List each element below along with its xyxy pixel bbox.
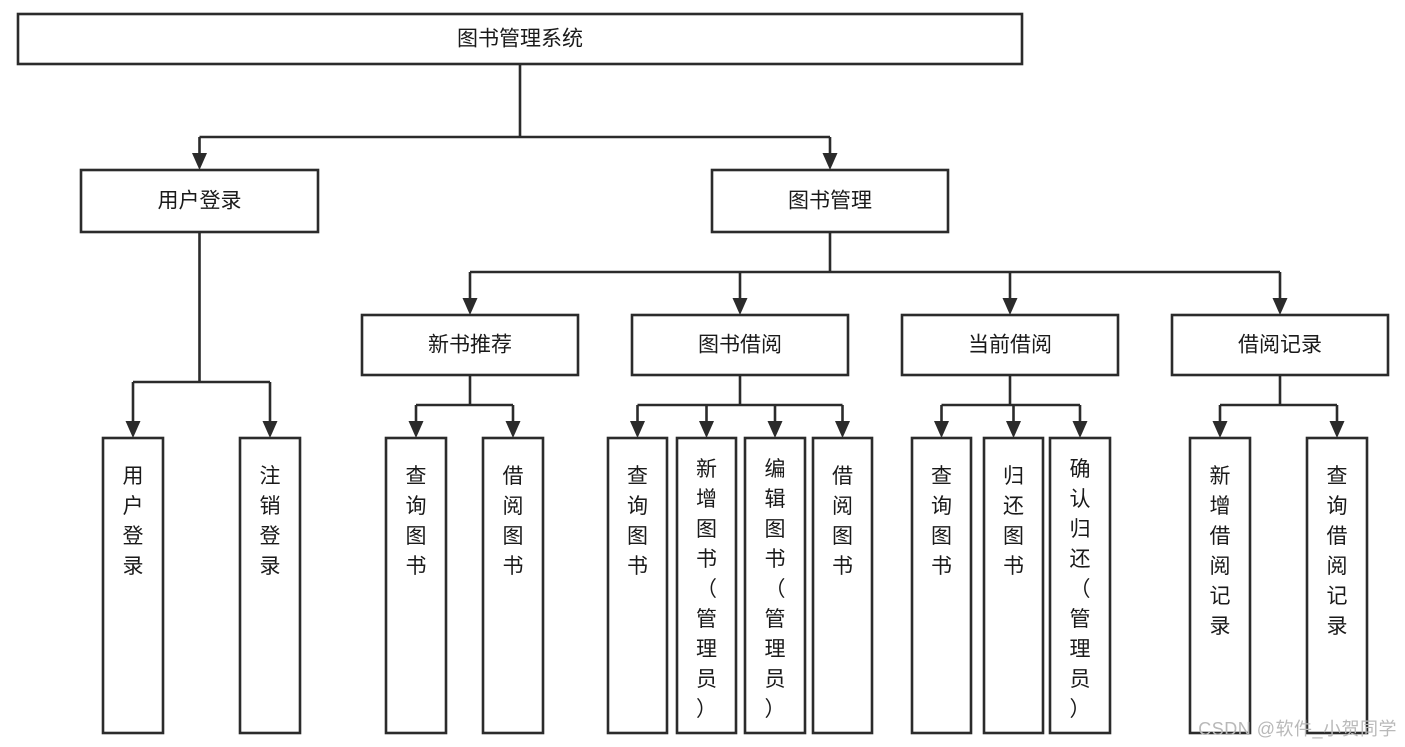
node-user-login[interactable]: 用户登录 bbox=[79, 168, 320, 234]
node-box[interactable] bbox=[630, 313, 850, 377]
node-leaf-query-book-borrow[interactable]: 查询图书 bbox=[606, 436, 669, 735]
node-label: 查询图书 bbox=[931, 465, 952, 578]
node-box[interactable] bbox=[675, 436, 738, 735]
node-label: 查询图书 bbox=[406, 465, 427, 578]
node-label: 图书借阅 bbox=[698, 334, 782, 357]
node-borrow-record[interactable]: 借阅记录 bbox=[1170, 313, 1390, 377]
node-label: 注销登录 bbox=[260, 465, 281, 578]
edges-layer bbox=[125, 64, 1345, 438]
node-box[interactable] bbox=[606, 436, 669, 735]
connector-arrowhead bbox=[262, 421, 278, 438]
node-box[interactable] bbox=[1048, 436, 1112, 735]
node-box[interactable] bbox=[1188, 436, 1252, 735]
node-label: 查询图书 bbox=[627, 465, 648, 578]
node-leaf-query-book-current[interactable]: 查询图书 bbox=[910, 436, 973, 735]
connector-arrowhead bbox=[125, 421, 141, 438]
node-box[interactable] bbox=[1305, 436, 1369, 735]
node-new-book-recommend[interactable]: 新书推荐 bbox=[360, 313, 580, 377]
node-label: 图书管理 bbox=[788, 190, 872, 213]
node-box[interactable] bbox=[743, 436, 807, 735]
node-box[interactable] bbox=[811, 436, 874, 735]
node-leaf-edit-book-admin[interactable]: 编辑图书（管理员） bbox=[743, 436, 807, 735]
connector-arrowhead bbox=[505, 421, 521, 438]
connector-arrowhead bbox=[630, 421, 645, 438]
connector-arrowhead bbox=[1329, 421, 1345, 438]
connector-arrowhead bbox=[822, 153, 838, 170]
node-leaf-query-borrow-record[interactable]: 查询借阅记录 bbox=[1305, 436, 1369, 735]
node-leaf-user-login[interactable]: 用户登录 bbox=[101, 436, 165, 735]
node-book-manage[interactable]: 图书管理 bbox=[710, 168, 950, 234]
connector-arrowhead bbox=[1212, 421, 1228, 438]
node-label: 图书管理系统 bbox=[457, 28, 583, 51]
node-label: 查询借阅记录 bbox=[1327, 465, 1348, 638]
node-label: 确认归还（管理员） bbox=[1070, 458, 1091, 721]
node-label: 归还图书 bbox=[1003, 465, 1024, 578]
connector-arrowhead bbox=[835, 421, 850, 438]
node-label: 编辑图书（管理员） bbox=[765, 458, 786, 721]
connector-arrowhead bbox=[732, 298, 748, 315]
node-box[interactable] bbox=[16, 12, 1024, 66]
node-book-borrow[interactable]: 图书借阅 bbox=[630, 313, 850, 377]
node-label: 新书推荐 bbox=[428, 334, 512, 357]
node-label: 用户登录 bbox=[158, 190, 242, 213]
node-box[interactable] bbox=[1170, 313, 1390, 377]
connector-arrowhead bbox=[767, 421, 783, 438]
node-label: 当前借阅 bbox=[968, 334, 1052, 357]
connector-arrowhead bbox=[462, 298, 478, 315]
node-leaf-borrow-book-rec[interactable]: 借阅图书 bbox=[481, 436, 545, 735]
node-label: 借阅图书 bbox=[503, 465, 524, 578]
node-current-borrow[interactable]: 当前借阅 bbox=[900, 313, 1120, 377]
node-leaf-confirm-return-admin[interactable]: 确认归还（管理员） bbox=[1048, 436, 1112, 735]
connector-arrowhead bbox=[1002, 298, 1018, 315]
node-box[interactable] bbox=[481, 436, 545, 735]
node-leaf-return-book[interactable]: 归还图书 bbox=[982, 436, 1045, 735]
connector-arrowhead bbox=[1072, 421, 1088, 438]
node-label: 用户登录 bbox=[123, 465, 144, 578]
connector-arrowhead bbox=[192, 153, 207, 170]
node-box[interactable] bbox=[360, 313, 580, 377]
node-leaf-add-borrow-record[interactable]: 新增借阅记录 bbox=[1188, 436, 1252, 735]
node-box[interactable] bbox=[982, 436, 1045, 735]
node-leaf-user-logout[interactable]: 注销登录 bbox=[238, 436, 302, 735]
node-label: 借阅记录 bbox=[1238, 334, 1322, 357]
node-label: 新增图书（管理员） bbox=[696, 458, 717, 721]
node-box[interactable] bbox=[910, 436, 973, 735]
node-leaf-borrow-book[interactable]: 借阅图书 bbox=[811, 436, 874, 735]
node-box[interactable] bbox=[238, 436, 302, 735]
node-box[interactable] bbox=[384, 436, 448, 735]
node-box[interactable] bbox=[900, 313, 1120, 377]
nodes-layer: 图书管理系统用户登录图书管理新书推荐图书借阅当前借阅借阅记录用户登录注销登录查询… bbox=[16, 12, 1390, 735]
connector-arrowhead bbox=[934, 421, 949, 438]
connector-arrowhead bbox=[1006, 421, 1021, 438]
connector-arrowhead bbox=[1272, 298, 1288, 315]
node-box[interactable] bbox=[79, 168, 320, 234]
node-label: 借阅图书 bbox=[832, 465, 853, 578]
node-leaf-query-book-rec[interactable]: 查询图书 bbox=[384, 436, 448, 735]
node-box[interactable] bbox=[710, 168, 950, 234]
node-box[interactable] bbox=[101, 436, 165, 735]
node-root[interactable]: 图书管理系统 bbox=[16, 12, 1024, 66]
node-label: 新增借阅记录 bbox=[1210, 465, 1231, 638]
node-leaf-add-book-admin[interactable]: 新增图书（管理员） bbox=[675, 436, 738, 735]
connector-arrowhead bbox=[699, 421, 714, 438]
connector-arrowhead bbox=[408, 421, 424, 438]
